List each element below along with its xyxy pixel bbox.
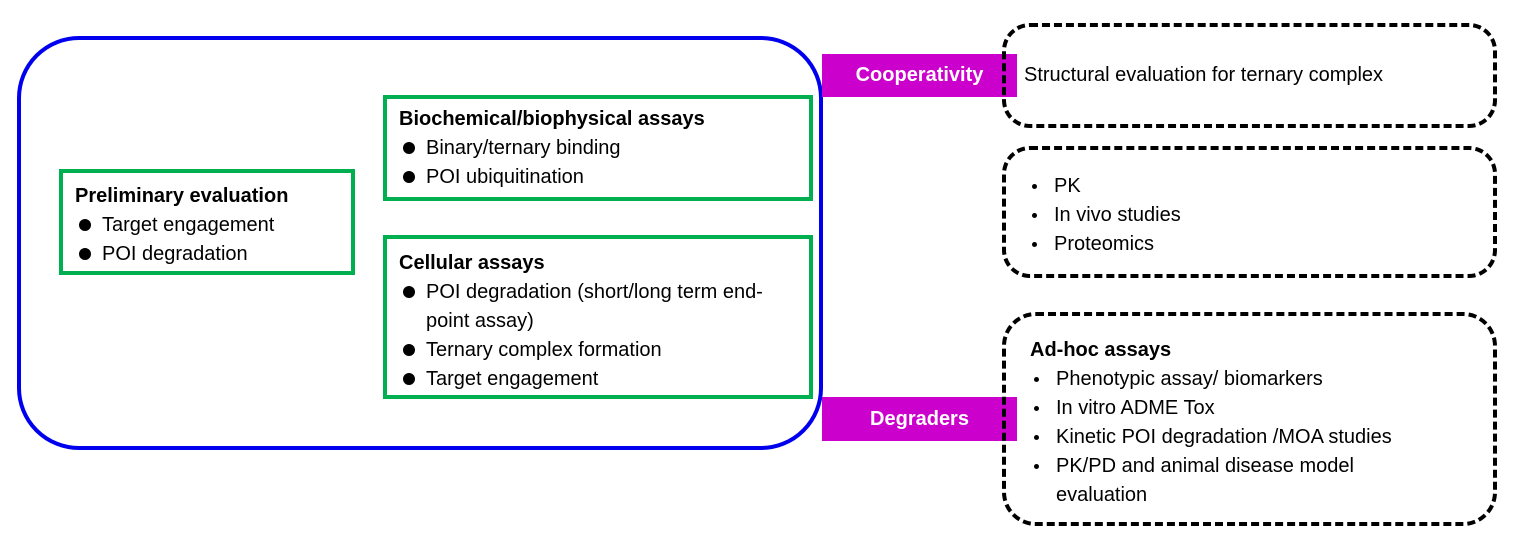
pk-item: In vivo studies bbox=[1028, 201, 1493, 230]
structural-evaluation-box bbox=[1002, 23, 1497, 128]
adhoc-title: Ad-hoc assays bbox=[1030, 339, 1172, 361]
pk-list: PK In vivo studies Proteomics bbox=[1028, 172, 1493, 259]
adhoc-assays-box: Ad-hoc assays Phenotypic assay/ biomarke… bbox=[1002, 312, 1497, 526]
cellular-list: POI degradation (short/long term end-poi… bbox=[399, 278, 797, 394]
cooperativity-label: Cooperativity bbox=[822, 54, 1017, 97]
biochemical-item: Binary/ternary binding bbox=[399, 134, 797, 163]
cellular-title: Cellular assays bbox=[399, 252, 545, 274]
preliminary-evaluation-box: Preliminary evaluation Target engagement… bbox=[59, 169, 355, 275]
pk-item: Proteomics bbox=[1028, 230, 1493, 259]
preliminary-item: POI degradation bbox=[75, 240, 339, 269]
biochemical-item: POI ubiquitination bbox=[399, 163, 797, 192]
cellular-item: POI degradation (short/long term end-poi… bbox=[399, 278, 771, 336]
adhoc-list: Phenotypic assay/ biomarkers In vitro AD… bbox=[1030, 365, 1493, 510]
adhoc-item: Phenotypic assay/ biomarkers bbox=[1030, 365, 1493, 394]
preliminary-title: Preliminary evaluation bbox=[75, 185, 289, 207]
biochemical-title: Biochemical/biophysical assays bbox=[399, 108, 705, 130]
preliminary-item: Target engagement bbox=[75, 211, 339, 240]
cellular-item: Target engagement bbox=[399, 365, 797, 394]
adhoc-item: PK/PD and animal disease model evaluatio… bbox=[1030, 452, 1376, 510]
biochemical-list: Binary/ternary binding POI ubiquitinatio… bbox=[399, 134, 797, 192]
adhoc-item: In vitro ADME Tox bbox=[1030, 394, 1493, 423]
pk-item: PK bbox=[1028, 172, 1493, 201]
pk-studies-box: PK In vivo studies Proteomics bbox=[1002, 146, 1497, 278]
structural-evaluation-text: Structural evaluation for ternary comple… bbox=[1024, 64, 1384, 86]
biochemical-assays-box: Biochemical/biophysical assays Binary/te… bbox=[383, 95, 813, 201]
preliminary-list: Target engagement POI degradation bbox=[75, 211, 339, 269]
workflow-container bbox=[17, 36, 823, 450]
cellular-assays-box: Cellular assays POI degradation (short/l… bbox=[383, 235, 813, 399]
degraders-label: Degraders bbox=[822, 397, 1017, 441]
cellular-item: Ternary complex formation bbox=[399, 336, 797, 365]
adhoc-item: Kinetic POI degradation /MOA studies bbox=[1030, 423, 1493, 452]
